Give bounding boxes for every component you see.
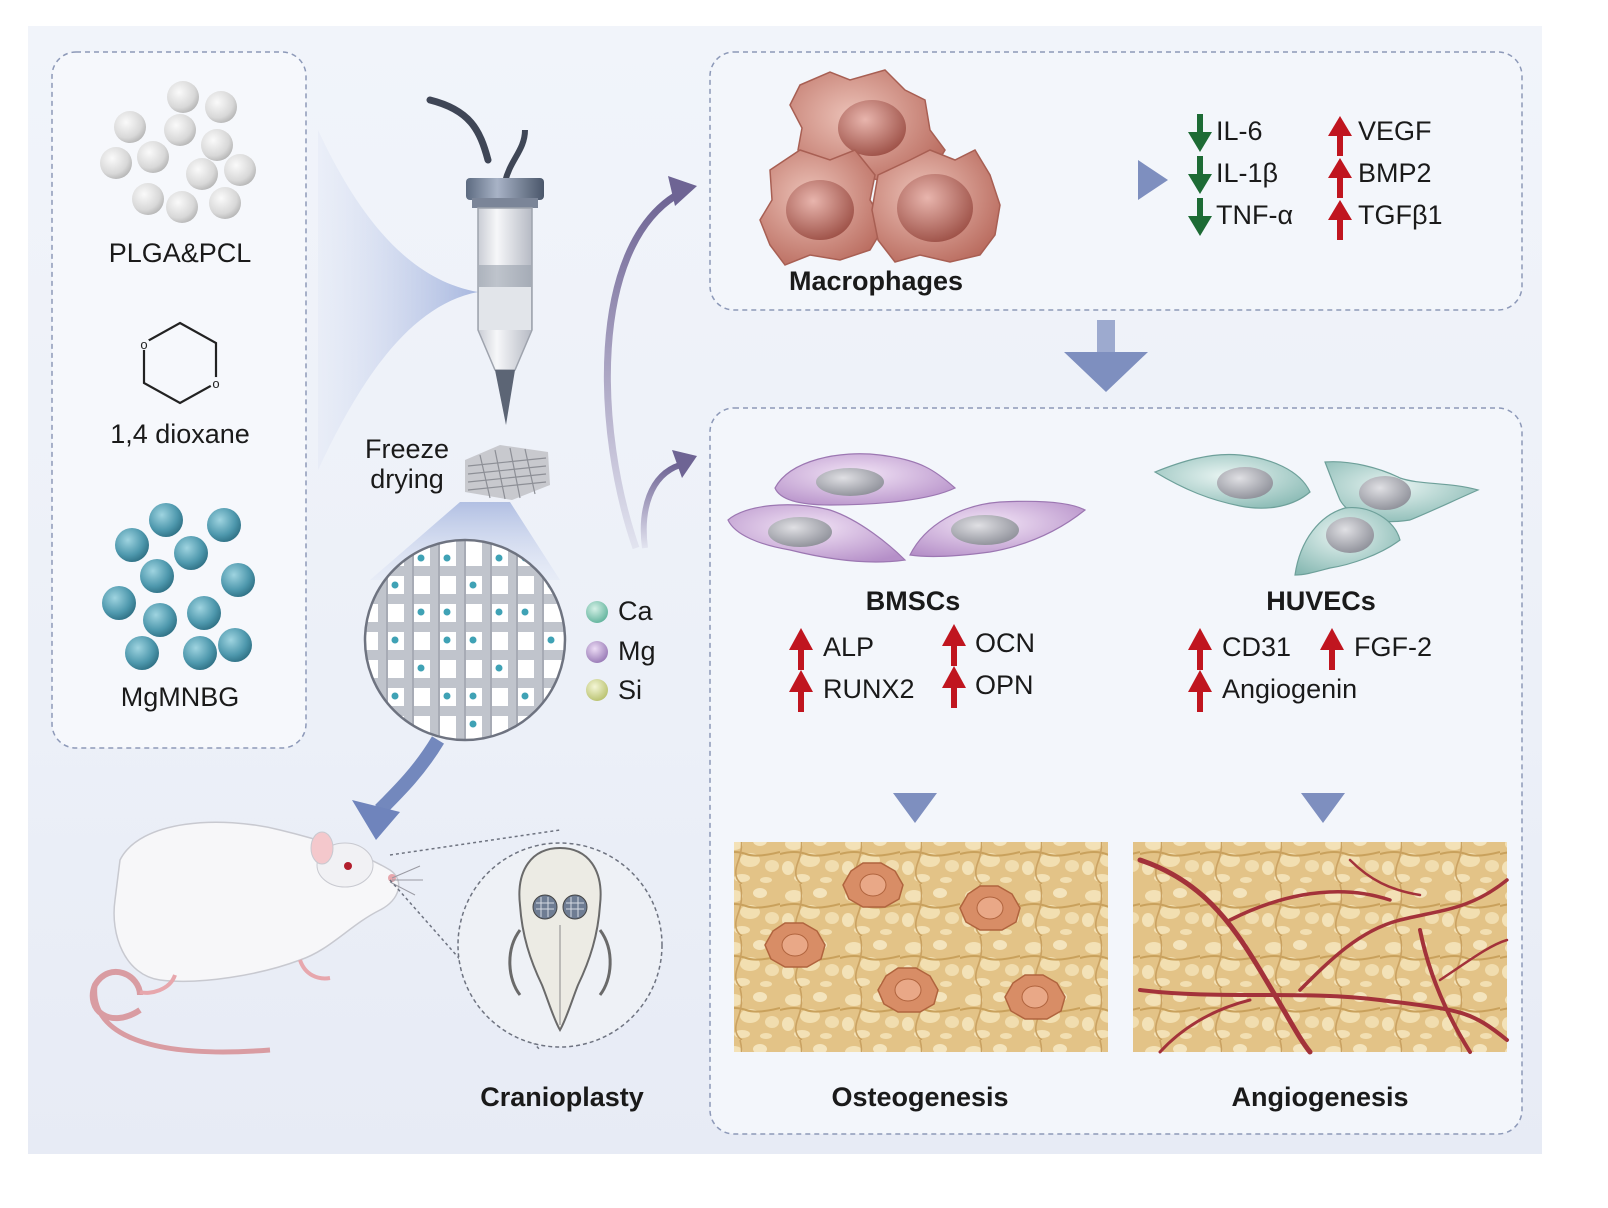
- up-arrow-runx2: [789, 670, 813, 712]
- bmsc-cells: [727, 453, 1087, 563]
- bmsc-marker-3: OCN: [975, 628, 1035, 658]
- huvecs-label: HUVECs: [1266, 586, 1376, 616]
- svg-text:o: o: [140, 337, 147, 352]
- material-glass-label: MgMNBG: [120, 682, 240, 712]
- ion-label-mg: Mg: [618, 636, 656, 666]
- bmscs-label: BMSCs: [865, 586, 961, 616]
- cytokine-down-3: TNF-α: [1216, 200, 1294, 230]
- up-arrow-opn: [942, 666, 966, 708]
- print-nozzle: [426, 96, 544, 425]
- up-arrow-cd31: [1188, 628, 1212, 670]
- bmsc-marker-2: RUNX2: [823, 674, 915, 704]
- huvec-marker-1: CD31: [1222, 632, 1292, 662]
- ion-mg-dot: [586, 641, 608, 663]
- bmsc-marker-4: OPN: [975, 670, 1034, 700]
- up-arrow-angiogenin: [1188, 670, 1212, 712]
- rat-illustration: [89, 821, 423, 1055]
- osteoblast-cells: [764, 862, 1066, 1020]
- blood-vessels: [1137, 857, 1509, 1055]
- material-solvent-label: 1,4 dioxane: [110, 419, 250, 449]
- angiogenesis-panel: [1133, 842, 1507, 1052]
- svg-text:o: o: [212, 376, 219, 391]
- cranioplasty-label: Cranioplasty: [480, 1082, 644, 1112]
- cytokine-up-2: BMP2: [1358, 158, 1432, 188]
- down-arrow-il1b: [1188, 156, 1212, 194]
- up-arrow-bmp2: [1328, 158, 1352, 198]
- material-polymer-label: PLGA&PCL: [108, 238, 252, 268]
- freeze-drying-label-line1: Freeze: [364, 434, 450, 464]
- down-arrow-tnfa: [1188, 198, 1212, 236]
- huvec-cells: [1153, 453, 1480, 576]
- up-arrow-fgf2: [1320, 628, 1344, 670]
- osteogenesis-label: Osteogenesis: [831, 1082, 1009, 1112]
- skull-illustration: [508, 846, 612, 1032]
- macrophages-label: Macrophages: [788, 266, 964, 296]
- cytokine-up-1: VEGF: [1358, 116, 1432, 146]
- ion-si-dot: [586, 679, 608, 701]
- bmsc-marker-1: ALP: [823, 632, 875, 662]
- freeze-drying-label-line2: drying: [370, 464, 444, 494]
- ion-ca-dot: [586, 601, 608, 623]
- up-arrow-tgfb1: [1328, 200, 1352, 240]
- scaffold-block: [465, 445, 550, 500]
- angiogenesis-label: Angiogenesis: [1231, 1082, 1409, 1112]
- up-arrow-ocn: [942, 624, 966, 666]
- huvec-marker-3: FGF-2: [1354, 632, 1432, 662]
- ion-label-ca: Ca: [618, 596, 653, 626]
- down-arrow-il6: [1188, 114, 1212, 152]
- cytokine-down-2: IL-1β: [1216, 158, 1279, 188]
- scaffold-magnified: [363, 538, 567, 742]
- cytokine-down-1: IL-6: [1216, 116, 1263, 146]
- huvec-marker-2: Angiogenin: [1222, 674, 1358, 704]
- ion-label-si: Si: [618, 675, 643, 705]
- up-arrow-alp: [789, 628, 813, 670]
- up-arrow-vegf: [1328, 116, 1352, 156]
- macrophage-cells: [759, 69, 1001, 266]
- cytokine-up-3: TGFβ1: [1358, 200, 1443, 230]
